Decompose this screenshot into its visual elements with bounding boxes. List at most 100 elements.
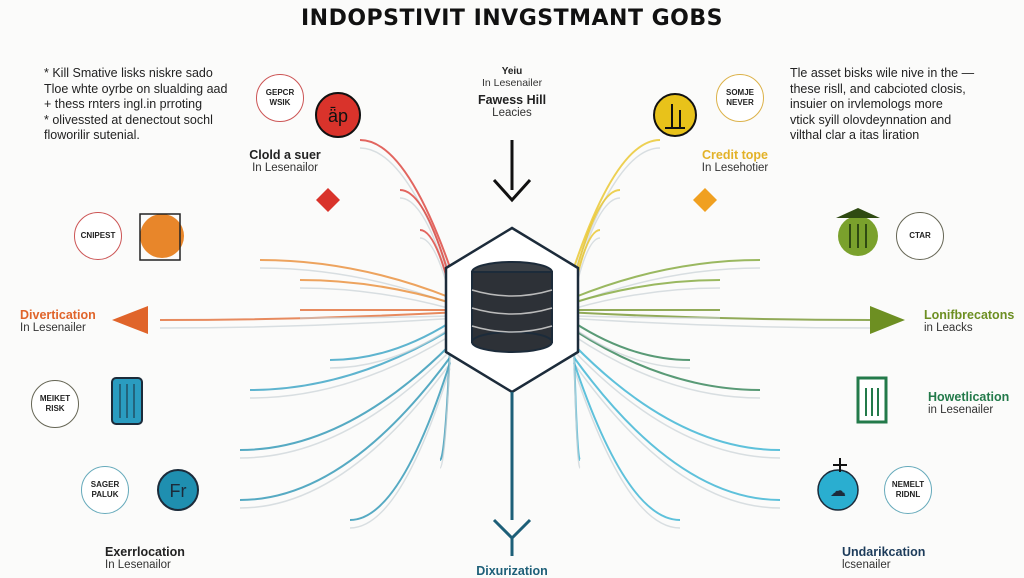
connector-line-shadow: [573, 350, 781, 459]
right-description-line: insuier on irvlemologs more: [790, 97, 943, 111]
connector-line: [573, 362, 681, 521]
node-label-group: Lonifbrecatons in Leacks: [924, 308, 1014, 334]
badge-somje-never: SOMJE NEVER: [716, 74, 764, 122]
connector-line-shadow: [159, 317, 451, 329]
center-top-title: Yeiu: [501, 66, 523, 77]
page-title: INDOPSTIVIT INVGSTMANT GOBS: [300, 6, 723, 31]
left-description-line: Tloe whte oyrbe on slualding aad: [44, 81, 228, 96]
left-description-line: floworilir sutenial.: [44, 128, 140, 142]
connector-line: [573, 279, 721, 304]
badge-sager-paluk: SAGER PALUK: [81, 466, 129, 514]
connector-line-shadow: [329, 327, 451, 369]
left-description-line: * Kill Smative lisks niskre sado: [44, 66, 213, 80]
red-diamond-icon: [316, 188, 340, 212]
darkgreen-building-icon: [856, 376, 888, 424]
right-description-line: vtick syill olovdeynnation and: [790, 112, 952, 127]
node-sublabel: in Lesenailer: [928, 404, 994, 416]
node-sublabel: In Lesenailor: [105, 559, 171, 571]
orange-diamond-icon: [693, 188, 717, 212]
node-sublabel: in Leacks: [924, 322, 973, 334]
right-description-line: vilthal clar a itas liration: [790, 128, 920, 142]
badge-market-risk: MEIKET RISK: [31, 380, 79, 428]
node-label: Clold a suer: [249, 148, 321, 162]
connector-line-shadow: [249, 335, 451, 399]
center-top-label: Fawess Hill: [477, 93, 547, 107]
node-label-group: Exerrlocation In Lesenailor: [105, 545, 185, 571]
node-label: Undarikcation: [842, 545, 926, 559]
connector-line-shadow: [239, 350, 451, 459]
right-description-line: these risll, and cabcioted closis,: [790, 81, 966, 96]
connector-line: [239, 356, 451, 501]
node-sublabel: lcsenailer: [842, 559, 891, 571]
teal-coin-icon: Fr: [157, 469, 199, 511]
center-top-label-sub: Leacies: [492, 107, 532, 119]
badge-gepcr-wsik: GEPCR WSIK: [256, 74, 304, 122]
right-description-line: Tle asset bisks wile nive in the —: [790, 66, 975, 80]
connector-line-shadow: [573, 315, 721, 319]
red-risk-icon: ǟp: [315, 92, 361, 138]
badge-nemelt-ridnl: NEMELT RIDNL: [884, 466, 932, 514]
orange-bank-icon: [139, 213, 184, 261]
orange-arrow-icon: [112, 306, 148, 334]
connector-line-shadow: [299, 287, 451, 310]
connector-line: [573, 356, 781, 501]
connector-line: [573, 259, 761, 299]
node-label-group: Undarikcation lcsenailer: [842, 545, 925, 571]
center-top-subtitle: In Lesenailer: [481, 77, 543, 89]
connector-line-shadow: [573, 267, 761, 305]
connector-line: [573, 311, 871, 321]
database-icon: [471, 261, 553, 353]
node-label: Divertication: [20, 308, 96, 322]
connector-line: [573, 329, 761, 391]
svg-text:Fr: Fr: [170, 481, 187, 501]
node-label: Exerrlocation: [105, 545, 185, 559]
node-label-group: Howetlication in Lesenailer: [928, 390, 1009, 416]
green-arrow-icon: [870, 306, 905, 334]
connector-line-shadow: [299, 315, 451, 319]
node-label-group: Credit tope In Lesehotier: [702, 148, 769, 174]
node-sublabel: In Lesenailor: [252, 162, 318, 174]
down-arrow-icon: [492, 140, 532, 203]
connector-line: [239, 344, 451, 451]
connector-line-shadow: [239, 363, 451, 509]
connector-line: [349, 362, 451, 521]
connector-line: [359, 139, 451, 268]
center-top-group: Yeiu In Lesenailer Fawess Hill Leacies: [478, 66, 546, 119]
connector-line-shadow: [573, 363, 781, 509]
connector-line-shadow: [573, 327, 691, 369]
cloud-icon: ☁: [817, 458, 859, 511]
connector-line-shadow: [439, 353, 451, 469]
connector-line: [399, 189, 451, 281]
connector-lines: [159, 139, 871, 529]
blue-chart-icon: [111, 377, 143, 425]
connector-line-shadow: [573, 317, 871, 329]
connector-line: [573, 344, 781, 451]
connector-line-shadow: [349, 368, 451, 529]
connector-line-shadow: [573, 368, 681, 529]
node-label: Credit tope: [702, 148, 768, 162]
node-sublabel: In Lesehotier: [701, 162, 769, 174]
left-description-line: * olivessted at denectout sochl: [44, 112, 213, 127]
node-label-group: Clold a suer In Lesenailor: [249, 148, 321, 174]
left-description: * Kill Smative lisks niskre sado Tloe wh…: [44, 66, 227, 144]
connector-line: [299, 279, 451, 304]
connector-line: [573, 139, 661, 268]
badge-cnipest: CNIPEST: [74, 212, 122, 260]
connector-line-shadow: [573, 287, 721, 310]
green-bank-icon: [836, 208, 880, 256]
center-bottom-label: Dixurization: [476, 564, 548, 578]
connector-line: [329, 321, 451, 361]
node-sublabel: In Lesenailer: [20, 322, 86, 334]
node-label: Lonifbrecatons: [924, 308, 1015, 322]
yellow-tool-icon: [653, 93, 697, 137]
node-label-group: Divertication In Lesenailer: [20, 308, 96, 334]
connector-line: [573, 189, 621, 281]
connector-line-shadow: [259, 267, 451, 305]
connector-line-shadow: [573, 335, 761, 399]
badge-ctar: CTAR: [896, 212, 944, 260]
svg-text:ǟp: ǟp: [328, 106, 348, 126]
right-description: Tle asset bisks wile nive in the — these…: [790, 66, 974, 144]
bottom-arrow-icon: [492, 392, 532, 556]
left-description-line: + thess rnters ingl.in prroting: [44, 97, 203, 111]
